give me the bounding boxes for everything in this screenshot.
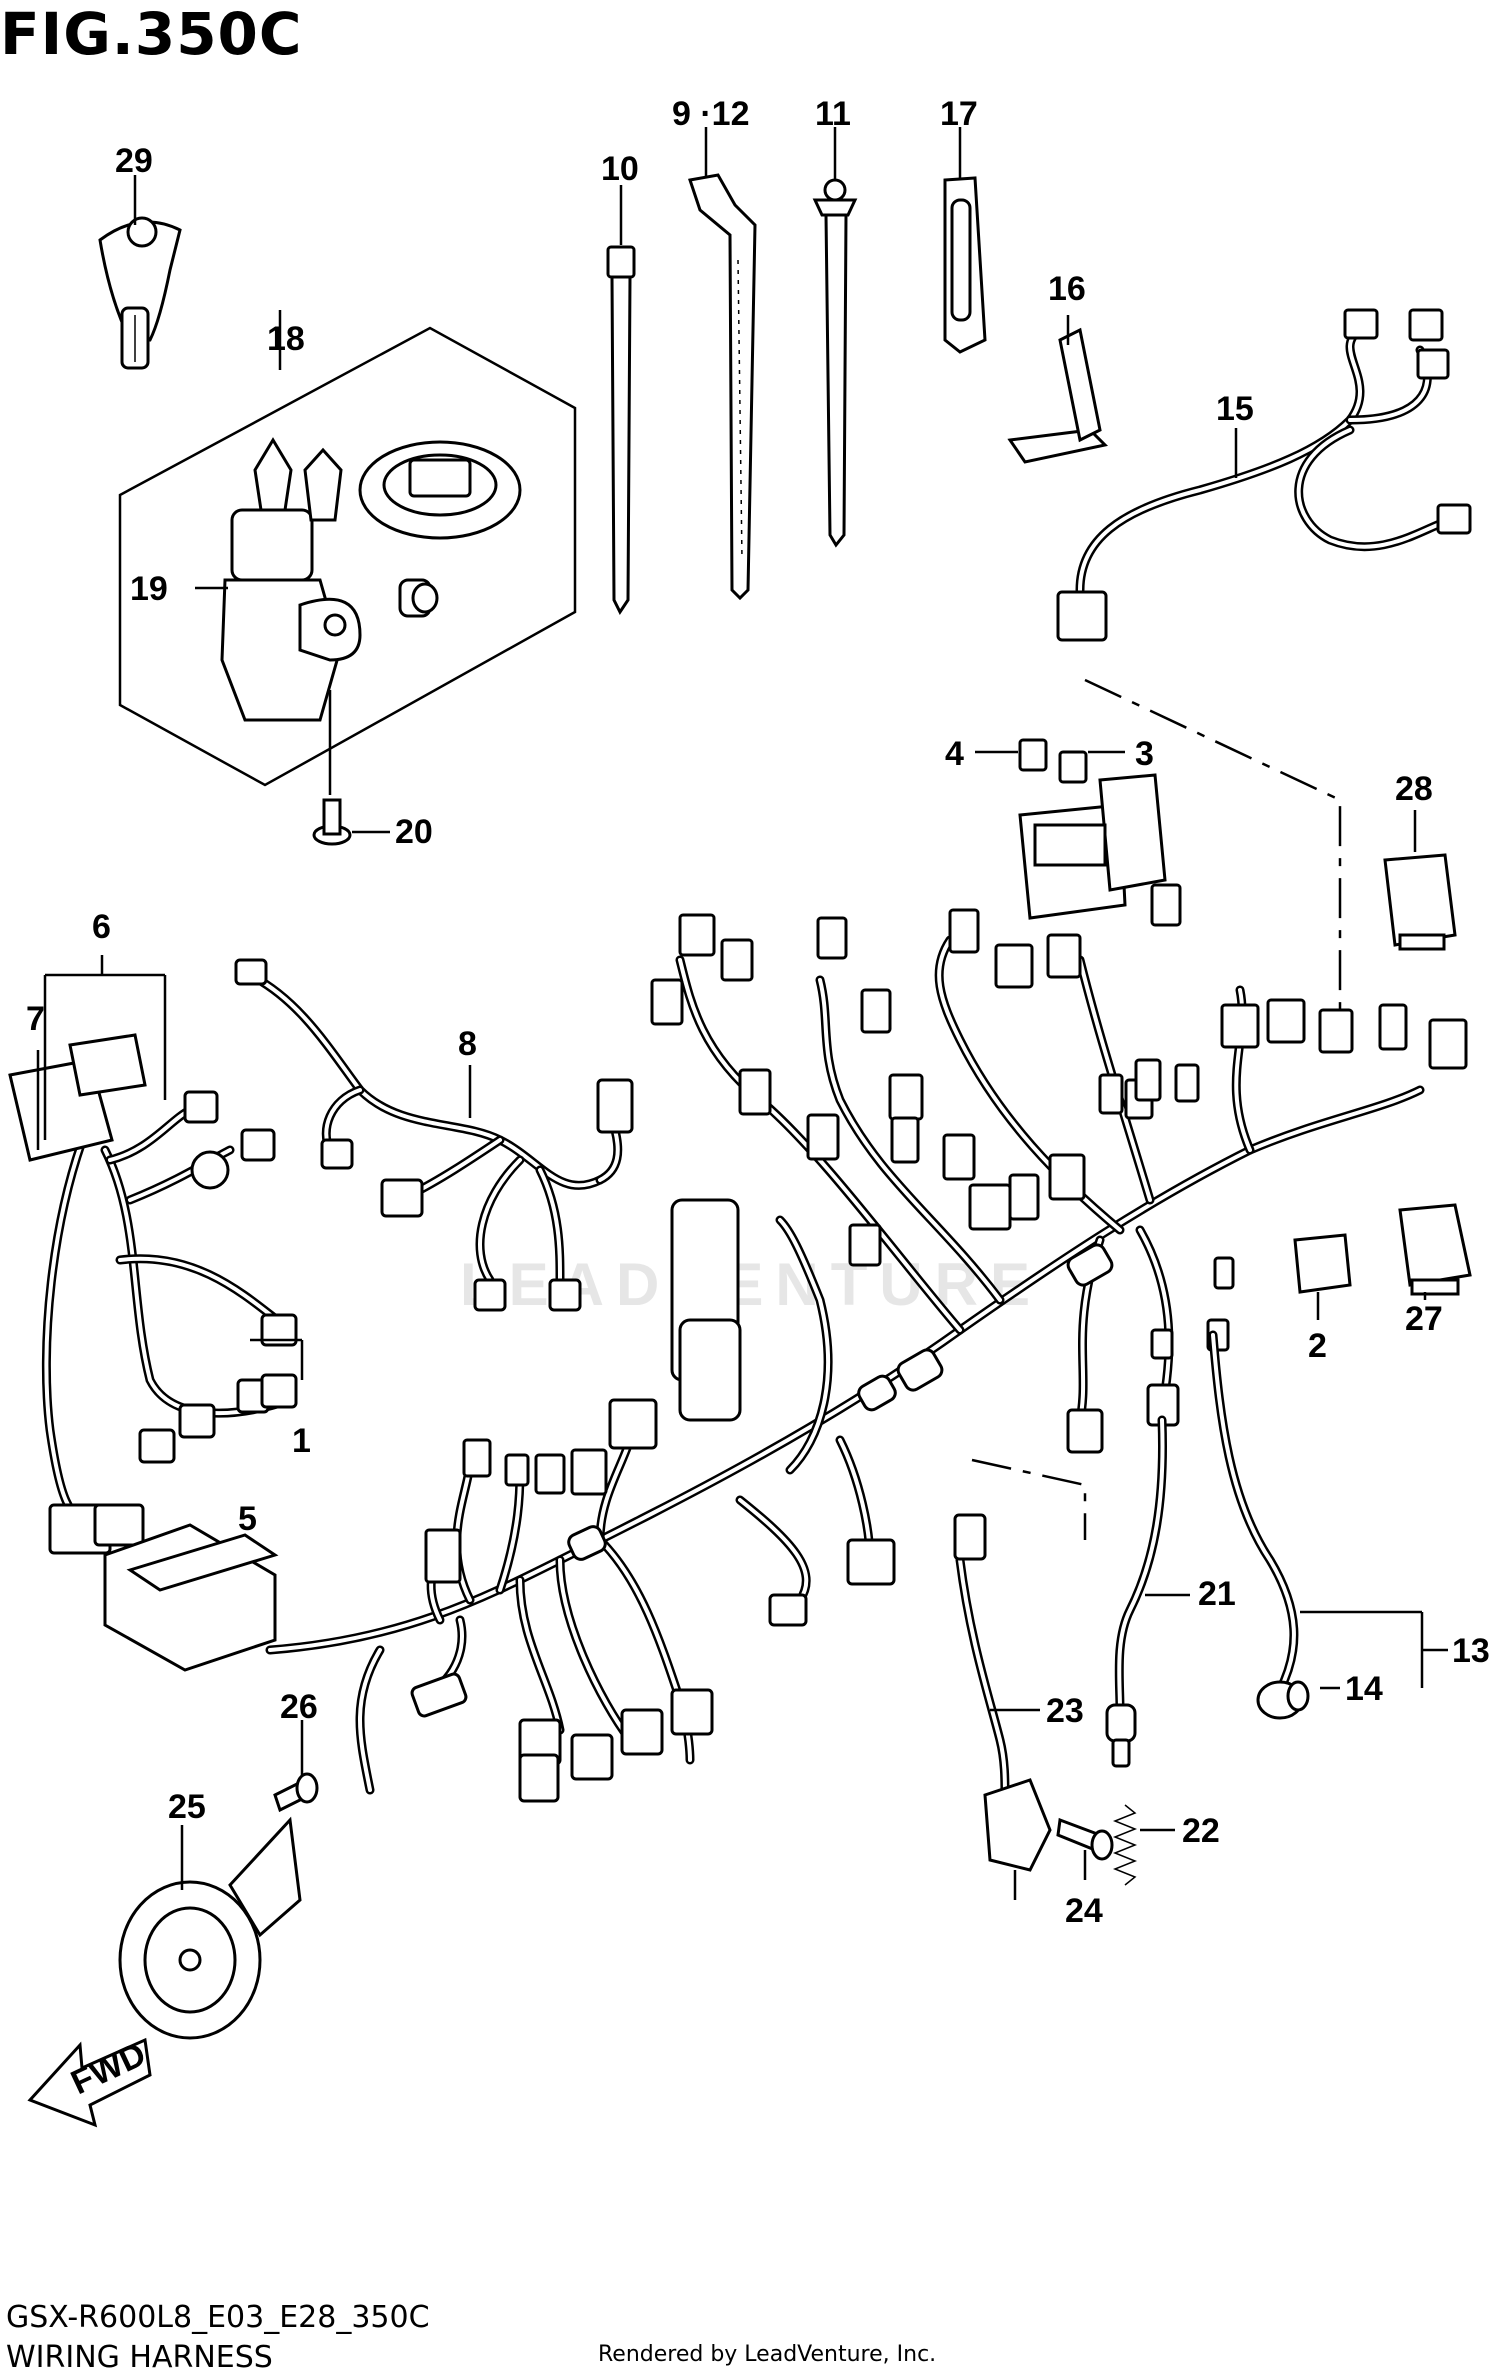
part-11-clip-tie[interactable] bbox=[812, 127, 858, 548]
part-16-bracket[interactable] bbox=[1007, 315, 1109, 464]
callout-22: 22 bbox=[1182, 1812, 1220, 1850]
callout-8: 8 bbox=[458, 1025, 477, 1063]
part-18-lock-set[interactable] bbox=[118, 310, 577, 787]
callout-29: 29 bbox=[115, 142, 153, 180]
part-8-harness[interactable] bbox=[234, 958, 634, 1312]
callout-26: 26 bbox=[280, 1688, 318, 1726]
figure-title: FIG.350C bbox=[0, 0, 303, 68]
part-13-14-sensor[interactable] bbox=[1208, 1330, 1448, 1720]
callout-9-12: 9 ·12 bbox=[672, 95, 750, 133]
callout-20: 20 bbox=[395, 813, 433, 851]
part-24-bolt[interactable] bbox=[1056, 1817, 1114, 1880]
callout-19: 19 bbox=[130, 570, 168, 608]
part-21-switch[interactable] bbox=[1105, 1415, 1190, 1768]
callout-25: 25 bbox=[168, 1788, 206, 1826]
callout-23: 23 bbox=[1046, 1692, 1084, 1730]
callout-2: 2 bbox=[1308, 1327, 1327, 1365]
part-15-sub-harness[interactable] bbox=[1056, 308, 1472, 642]
callout-18: 18 bbox=[267, 320, 305, 358]
part-27-relay[interactable] bbox=[1398, 1203, 1472, 1300]
callout-27: 27 bbox=[1405, 1300, 1443, 1338]
part-23-sensor[interactable] bbox=[953, 1458, 1087, 1900]
callout-4: 4 bbox=[945, 735, 964, 773]
part-3-4-fuses[interactable] bbox=[975, 738, 1125, 784]
section-name: WIRING HARNESS bbox=[6, 2340, 273, 2375]
callout-17: 17 bbox=[940, 95, 978, 133]
callout-13: 13 bbox=[1452, 1632, 1490, 1670]
callout-6: 6 bbox=[92, 908, 111, 946]
part-28-relay[interactable] bbox=[1383, 810, 1457, 951]
part-25-horn[interactable] bbox=[118, 1816, 302, 2040]
model-code: GSX-R600L8_E03_E28_350C bbox=[6, 2300, 430, 2335]
part-29-key[interactable] bbox=[98, 175, 182, 370]
callout-3: 3 bbox=[1135, 735, 1154, 773]
callout-14: 14 bbox=[1345, 1670, 1383, 1708]
part-9-12-clamp-tie[interactable] bbox=[688, 127, 757, 601]
part-26-bolt[interactable] bbox=[273, 1720, 319, 1813]
part-10-cable-tie[interactable] bbox=[606, 185, 636, 615]
callout-21: 21 bbox=[1198, 1575, 1236, 1613]
part-5-ecm-box[interactable] bbox=[103, 1338, 304, 1672]
reference-line-15 bbox=[1084, 678, 1342, 1010]
part-2-relay[interactable] bbox=[1293, 1233, 1352, 1320]
callout-28: 28 bbox=[1395, 770, 1433, 808]
callout-1: 1 bbox=[292, 1422, 311, 1460]
part-17-strap[interactable] bbox=[943, 127, 987, 354]
part-6-7-left-harness[interactable] bbox=[8, 955, 298, 1555]
callout-24: 24 bbox=[1065, 1892, 1103, 1930]
callout-15: 15 bbox=[1216, 390, 1254, 428]
part-19-ignition-switch[interactable] bbox=[195, 437, 362, 795]
callout-7: 7 bbox=[26, 1000, 45, 1038]
callout-11: 11 bbox=[815, 95, 851, 133]
fuse-box[interactable] bbox=[1018, 773, 1167, 920]
callout-5: 5 bbox=[238, 1500, 257, 1538]
part-20-bolt[interactable] bbox=[312, 798, 390, 846]
render-credit: Rendered by LeadVenture, Inc. bbox=[598, 2342, 937, 2367]
part-22-spring[interactable] bbox=[1112, 1804, 1175, 1886]
callout-16: 16 bbox=[1048, 270, 1086, 308]
part-1-main-harness[interactable] bbox=[265, 883, 1468, 1803]
fwd-arrow: FWD bbox=[27, 2035, 152, 2128]
callout-10: 10 bbox=[601, 150, 639, 188]
